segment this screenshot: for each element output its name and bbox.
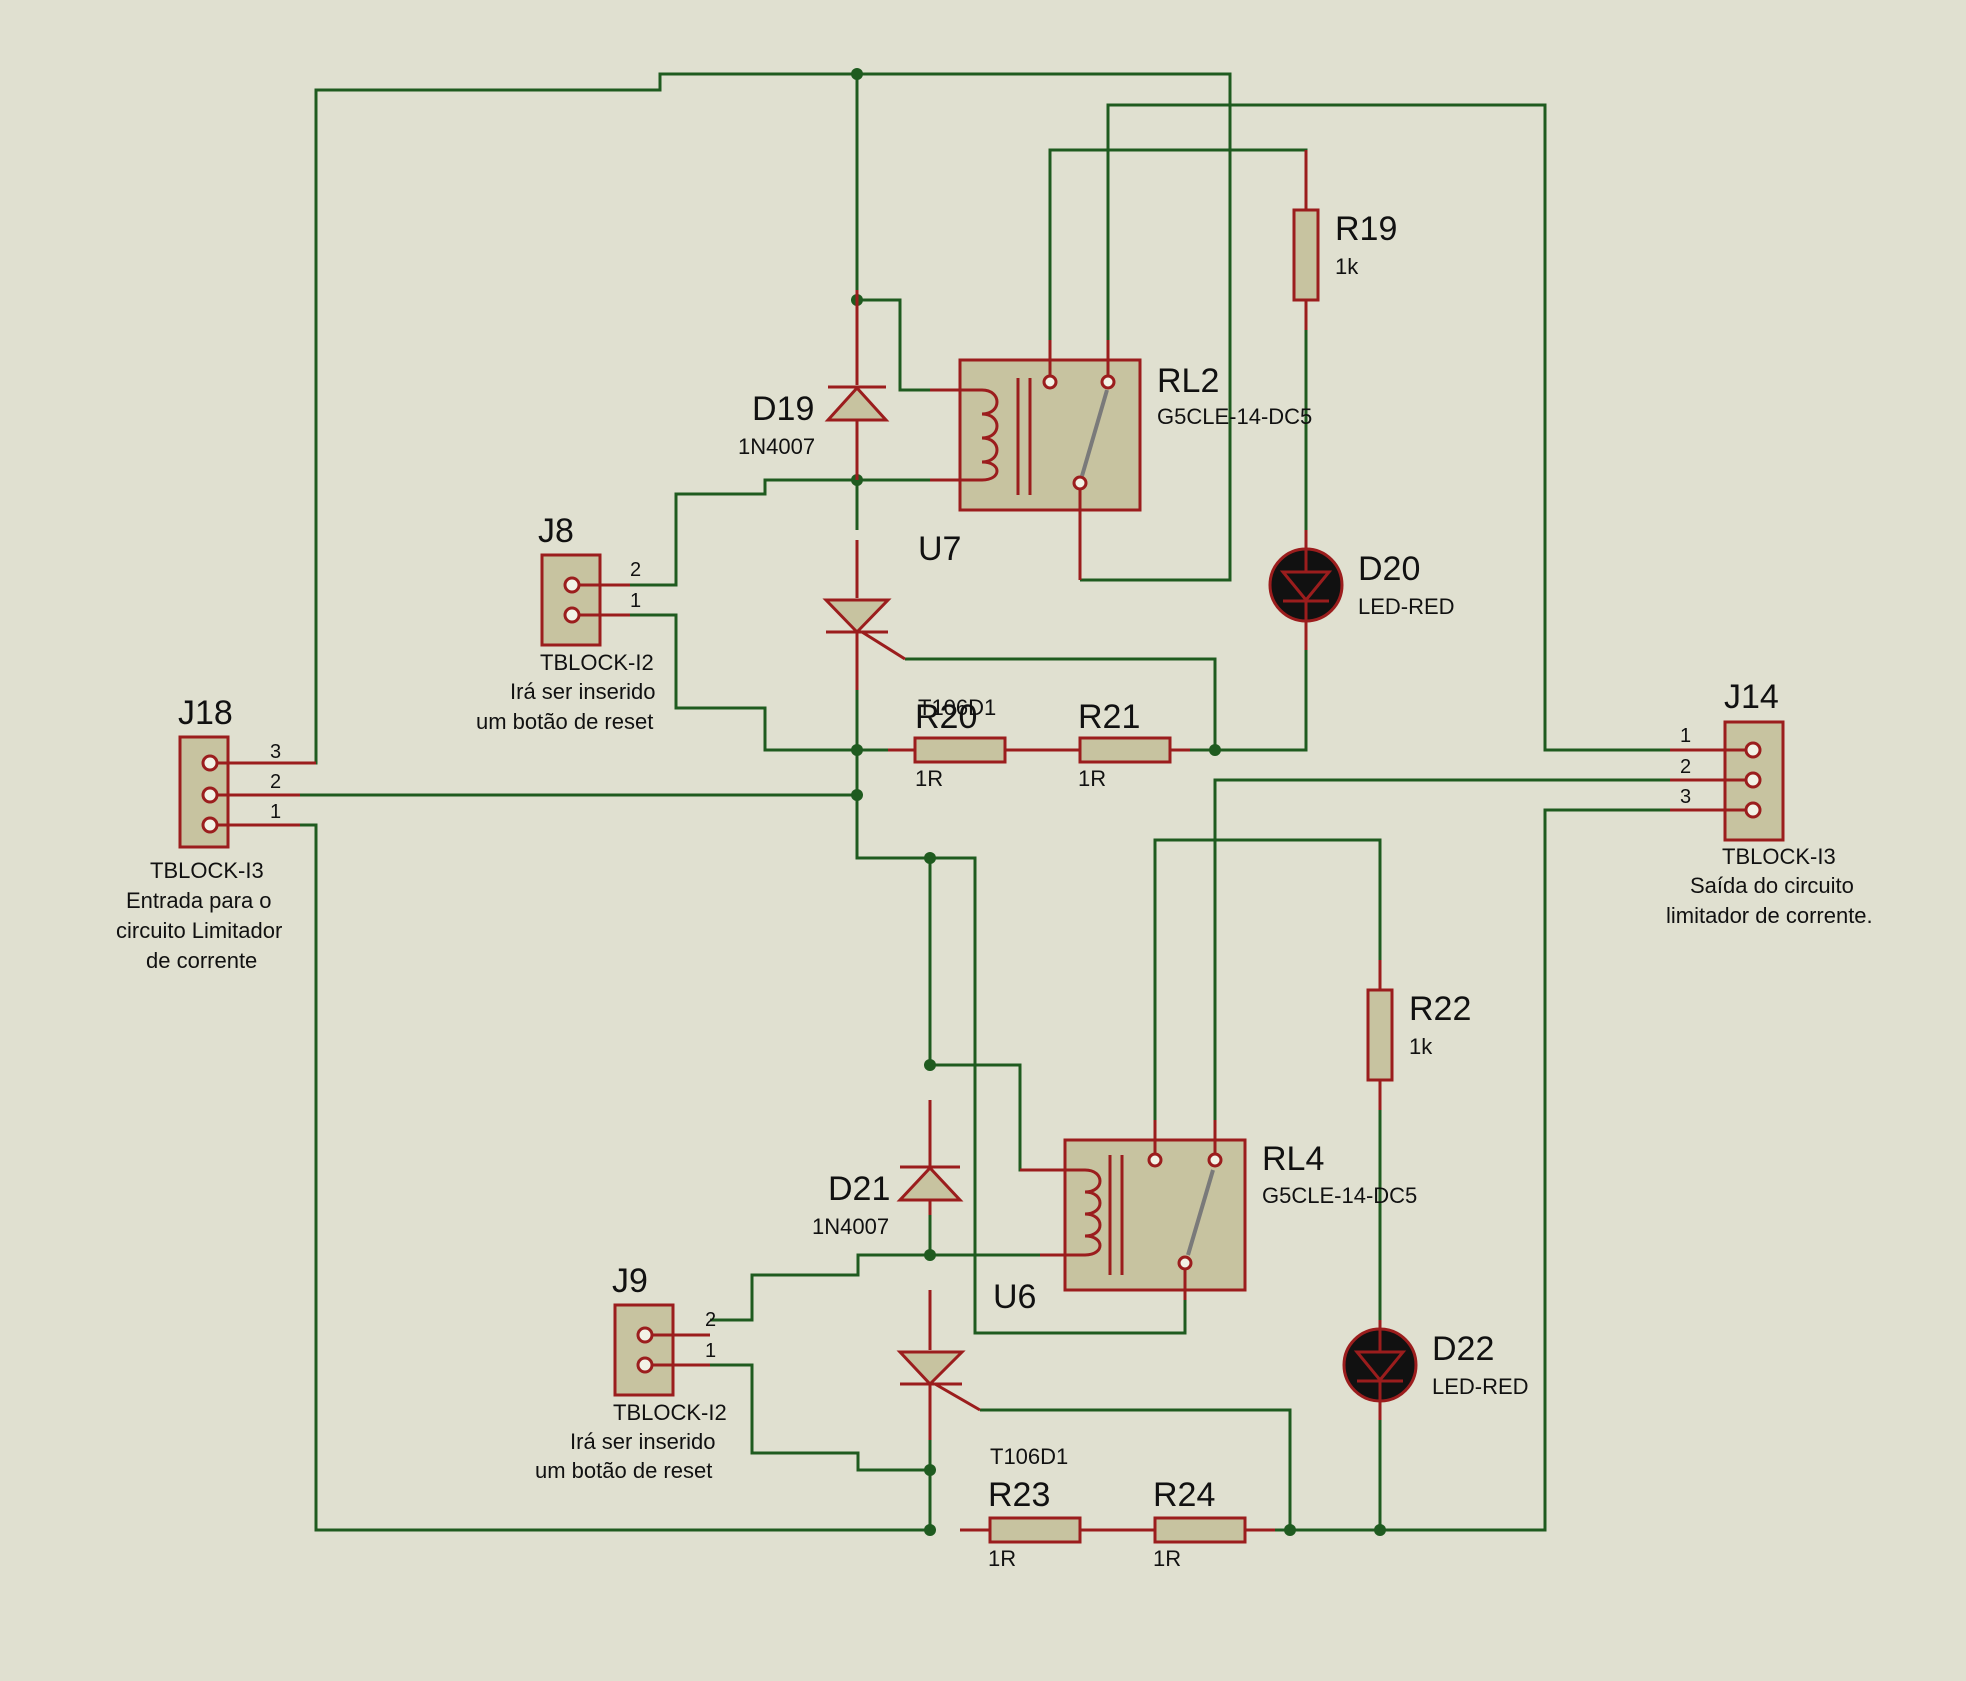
d22-ref: D22 [1432, 1330, 1494, 1368]
rl4-ref: RL4 [1262, 1140, 1324, 1178]
led-d22: D22 LED-RED [1342, 1320, 1529, 1420]
j9-note-line-2: um botão de reset [535, 1458, 712, 1483]
d20-value: LED-RED [1358, 594, 1455, 619]
relay-rl4: RL4 G5CLE-14-DC5 [1020, 1120, 1417, 1300]
connector-j9: J9 2 1 TBLOCK-I2 Irá ser inserido um bot… [535, 1262, 727, 1483]
j14-pin-3: 3 [1680, 786, 1691, 808]
junction-nodes [851, 68, 1386, 1536]
resistor-r22: R22 1k [1366, 960, 1471, 1110]
wires [300, 72, 1690, 1532]
j18-note-line-3: de corrente [146, 948, 257, 973]
j14-pin-2: 2 [1680, 756, 1691, 778]
j18-pin-3: 3 [270, 741, 281, 763]
j18-note-line-1: Entrada para o [126, 888, 272, 913]
r22-value: 1k [1409, 1034, 1433, 1059]
j9-value: TBLOCK-I2 [613, 1400, 727, 1425]
u7-ref: U7 [918, 530, 961, 568]
u6-ref: U6 [993, 1278, 1036, 1316]
j9-pin-1: 1 [705, 1340, 716, 1362]
r22-ref: R22 [1409, 990, 1471, 1028]
j18-pin-1: 1 [270, 801, 281, 823]
u7-value: T106D1 [918, 695, 996, 720]
d20-ref: D20 [1358, 550, 1420, 588]
resistor-r24: R24 1R [1110, 1476, 1275, 1571]
resistor-r23: R23 1R [960, 1476, 1110, 1571]
r21-value: 1R [1078, 766, 1106, 791]
j8-note-line-1: Irá ser inserido [510, 679, 656, 704]
j18-ref: J18 [178, 694, 233, 732]
d22-value: LED-RED [1432, 1374, 1529, 1399]
thyristor-u7: U7 T106D1 [822, 530, 996, 720]
connector-j18: J18 3 2 1 TBLOCK-I3 Entrada para o circu… [116, 694, 316, 973]
u6-value: T106D1 [990, 1444, 1068, 1469]
j18-note-line-2: circuito Limitador [116, 918, 282, 943]
connector-j14: J14 1 2 3 TBLOCK-I3 Saída do circuito li… [1666, 678, 1873, 928]
led-d20: D20 LED-RED [1268, 530, 1455, 650]
rl2-value: G5CLE-14-DC5 [1157, 404, 1312, 429]
r20-value: 1R [915, 766, 943, 791]
j9-ref: J9 [612, 1262, 648, 1300]
j18-value: TBLOCK-I3 [150, 858, 264, 883]
d21-ref: D21 [828, 1170, 890, 1208]
j8-note-line-2: um botão de reset [476, 709, 653, 734]
j8-pin-2: 2 [630, 559, 641, 581]
j14-note-line-2: limitador de corrente. [1666, 903, 1873, 928]
j8-value: TBLOCK-I2 [540, 650, 654, 675]
r23-ref: R23 [988, 1476, 1050, 1514]
rl4-value: G5CLE-14-DC5 [1262, 1183, 1417, 1208]
r23-value: 1R [988, 1546, 1016, 1571]
j18-pin-2: 2 [270, 771, 281, 793]
r19-ref: R19 [1335, 210, 1397, 248]
j14-pin-1: 1 [1680, 725, 1691, 747]
r24-ref: R24 [1153, 1476, 1215, 1514]
j14-ref: J14 [1724, 678, 1779, 716]
diode-d21: D21 1N4007 [812, 1100, 964, 1239]
d19-value: 1N4007 [738, 434, 815, 459]
j9-note-line-1: Irá ser inserido [570, 1429, 716, 1454]
d21-value: 1N4007 [812, 1214, 889, 1239]
j8-ref: J8 [538, 512, 574, 550]
relay-rl2: RL2 G5CLE-14-DC5 [930, 340, 1312, 580]
rl2-ref: RL2 [1157, 362, 1219, 400]
thyristor-u6: U6 T106D1 [896, 1278, 1068, 1469]
d19-ref: D19 [752, 390, 814, 428]
j8-pin-1: 1 [630, 590, 641, 612]
j14-note-line-1: Saída do circuito [1690, 873, 1854, 898]
connector-j8: J8 2 1 TBLOCK-I2 Irá ser inserido um bot… [476, 512, 656, 734]
resistor-r19: R19 1k [1292, 150, 1397, 330]
r21-ref: R21 [1078, 698, 1140, 736]
diode-d19: D19 1N4007 [738, 290, 890, 480]
r20-ref: R20 [915, 698, 977, 736]
j14-value: TBLOCK-I3 [1722, 844, 1836, 869]
r24-value: 1R [1153, 1546, 1181, 1571]
resistor-r20: R20 1R [888, 698, 1035, 791]
r19-value: 1k [1335, 254, 1359, 279]
resistor-r21: R21 1R [1035, 698, 1190, 791]
j9-pin-2: 2 [705, 1309, 716, 1331]
